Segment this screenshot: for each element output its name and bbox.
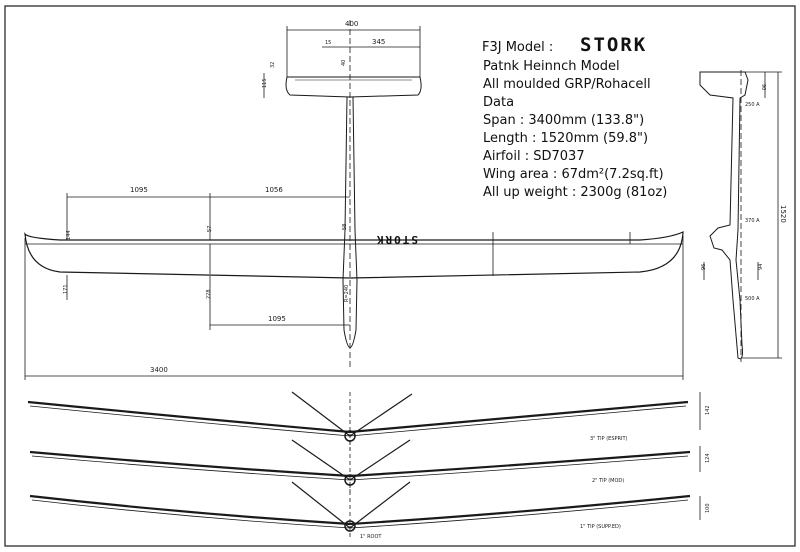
side-station-3: 500 A [745, 296, 760, 302]
front-view-1-label: 3" TIP (ESPRIT) [590, 436, 628, 442]
spec-title-prefix: F3J Model : [482, 40, 553, 55]
tail-half-label: 345 [372, 38, 385, 46]
side-right-mid: 94 [758, 264, 764, 270]
wing-chord-mid-label: 57 [207, 226, 213, 232]
wing-span-label: 3400 [150, 366, 168, 374]
wing-plan-view: STORK 1095 1056 144 57 58 1095 171 228 R… [24, 186, 684, 380]
fuselage-plan [342, 96, 358, 370]
side-station-1: 250 A [745, 102, 760, 108]
tail-inner-label: 15 [325, 40, 331, 46]
front-view-3: 100 1" TIP (SUPP.ED) 1" ROOT [29, 481, 711, 540]
front-view-3-dim: 100 [705, 503, 711, 513]
spec-line-weight: All up weight : 2300g (81oz) [483, 185, 667, 200]
side-length-label: 1520 [779, 205, 787, 223]
front-view-2-dim: 124 [705, 453, 711, 463]
spec-line-length: Length : 1520mm (59.8") [483, 131, 648, 146]
spec-line-data: Data [483, 95, 514, 110]
side-view: 1520 90 250 A 370 A 500 A 96 94 [699, 70, 787, 362]
wing-chord-root-label: 58 [342, 224, 348, 230]
spec-model-name: STORK [580, 34, 647, 56]
wing-lower-panel-label: 1095 [268, 315, 286, 323]
sheet-border [4, 5, 796, 547]
wing-left-panel-label: 1095 [130, 186, 148, 194]
spec-line-wing-area: Wing area : 67dm²(7.2sq.ft) [483, 167, 664, 182]
tail-side-label: 115 [262, 78, 268, 88]
wing-lower-tip-label: 171 [63, 284, 69, 294]
spec-block: F3J Model : STORK Patnk Heinnch Model Al… [482, 34, 667, 200]
side-station-2: 370 A [745, 218, 760, 224]
wing-underside-text: STORK [375, 233, 418, 246]
tail-width-label: 400 [345, 20, 358, 28]
front-view-2: 124 2" TIP (MOD) [29, 439, 711, 492]
side-top-label: 90 [760, 84, 766, 90]
spec-line-span: Span : 3400mm (133.8") [483, 113, 644, 128]
front-view-1-dim: 142 [705, 405, 711, 415]
tail-plan-view: 400 15 345 32 40 115 [262, 20, 422, 100]
spec-line-construction: All moulded GRP/Rohacell [483, 77, 651, 92]
fuselage-radius-label: R=240 [344, 285, 350, 302]
tail-height-label: 32 [270, 62, 276, 68]
tail-center-label: 40 [341, 60, 347, 66]
front-view-2-label: 2" TIP (MOD) [592, 478, 624, 484]
spec-line-airfoil: Airfoil : SD7037 [483, 149, 585, 164]
side-left-mid: 96 [701, 264, 707, 270]
front-view-3-root-label: 1" ROOT [360, 534, 382, 540]
wing-lower-mid-label: 228 [206, 289, 212, 299]
spec-line-designer: Patnk Heinnch Model [483, 59, 620, 74]
wing-center-panel-label: 1056 [265, 186, 283, 194]
front-view-1: 142 3" TIP (ESPRIT) [27, 391, 711, 450]
front-view-3-label: 1" TIP (SUPP.ED) [580, 524, 621, 530]
wing-chord-tip-label: 144 [66, 230, 72, 240]
